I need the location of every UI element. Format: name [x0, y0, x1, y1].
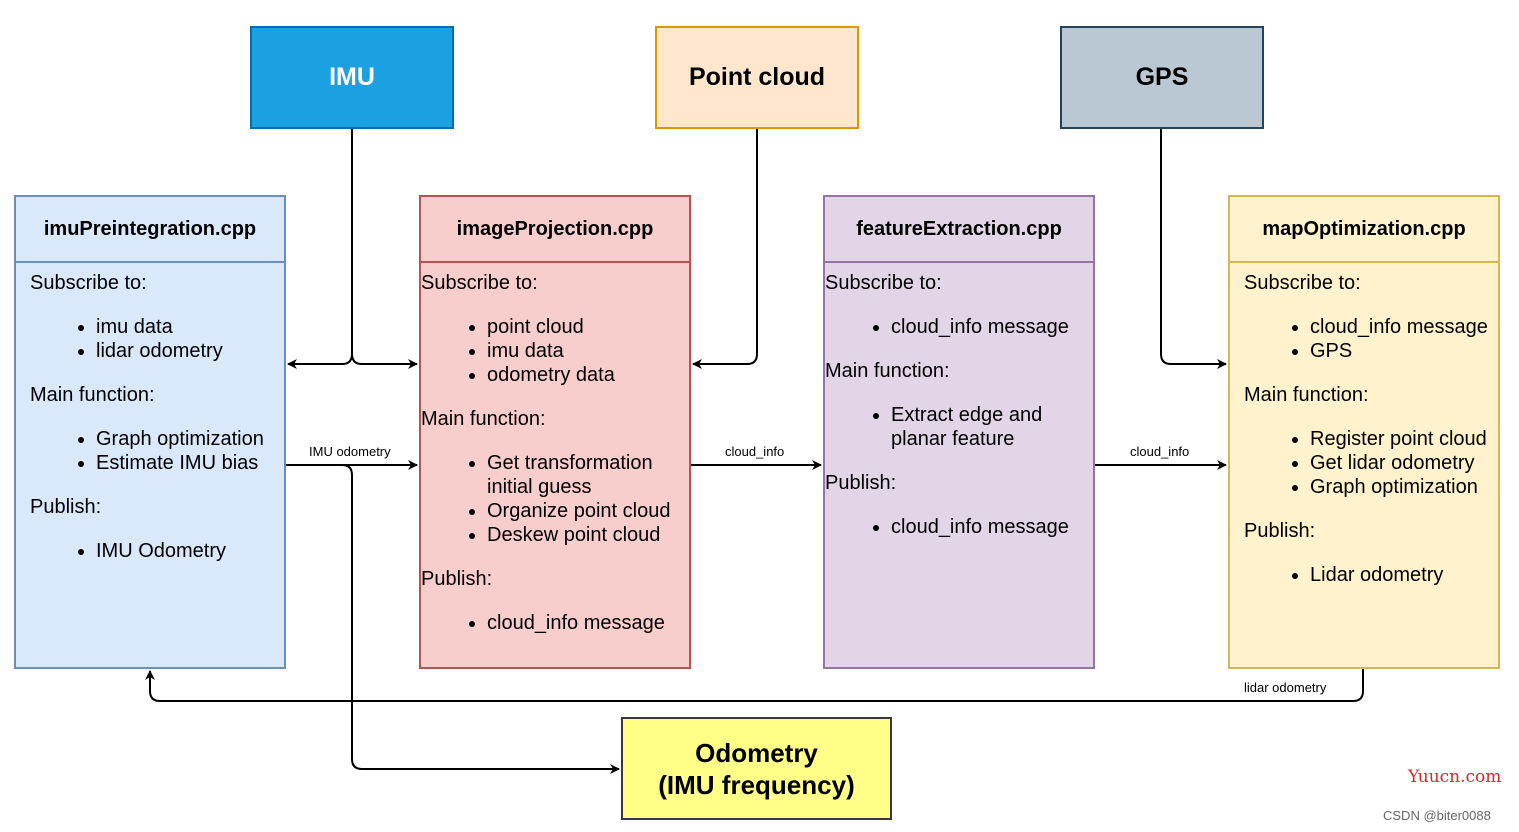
list-item: Register point cloud: [1310, 427, 1498, 451]
module-title: mapOptimization.cpp: [1262, 217, 1466, 240]
list-item: Graph optimization: [96, 427, 284, 451]
module-header: mapOptimization.cpp: [1230, 197, 1498, 263]
cloud-info-label-2: cloud_info: [1130, 444, 1190, 459]
list-item: odometry data: [487, 363, 689, 387]
imu-preintegration-module: imuPreintegration.cpp Subscribe to: imu …: [14, 195, 286, 669]
list-item: cloud_info message: [891, 315, 1093, 339]
module-header: imageProjection.cpp: [421, 197, 689, 263]
list-item: Deskew point cloud: [487, 523, 689, 547]
section-title: Main function:: [1244, 384, 1369, 406]
csdn-watermark: CSDN @biter0088: [1383, 808, 1491, 823]
point-cloud-source-label: Point cloud: [688, 63, 826, 91]
module-title: imageProjection.cpp: [456, 217, 654, 240]
list-item: cloud_info message: [891, 515, 1093, 539]
map-optimization-module: mapOptimization.cpp Subscribe to: cloud_…: [1228, 195, 1500, 669]
imu-odometry-label: IMU odometry: [309, 444, 391, 459]
list-item: lidar odometry: [96, 339, 284, 363]
imu-to-preintegration-arrow: [287, 129, 353, 369]
section-title: Main function:: [825, 360, 950, 382]
list-item: Lidar odometry: [1310, 563, 1498, 587]
section-title: Publish:: [1244, 520, 1316, 542]
list-item: GPS: [1310, 339, 1498, 363]
section-title: Subscribe to:: [30, 272, 147, 294]
output-line-1: Odometry: [695, 737, 818, 768]
cloud-info-label-1: cloud_info: [725, 444, 785, 459]
gps-to-mapoptimization-arrow: [1160, 129, 1227, 369]
list-item: Extract edge and planar feature: [891, 403, 1051, 451]
module-header: featureExtraction.cpp: [825, 197, 1093, 263]
list-item: imu data: [487, 339, 689, 363]
list-item: Estimate IMU bias: [96, 451, 284, 475]
image-projection-module: imageProjection.cpp Subscribe to: point …: [419, 195, 691, 669]
section-title: Subscribe to:: [825, 272, 942, 294]
module-body: Subscribe to: cloud_info message GPS Mai…: [1230, 263, 1498, 587]
section-title: Publish:: [825, 472, 897, 494]
imu-odometry-to-output-arrow: [341, 464, 620, 774]
list-item: cloud_info message: [1310, 315, 1498, 339]
section-title: Publish:: [421, 568, 493, 590]
list-item: imu data: [96, 315, 284, 339]
section-title: Main function:: [30, 384, 155, 406]
module-body: Subscribe to: cloud_info message Main fu…: [825, 263, 1093, 539]
pointcloud-to-projection-arrow: [692, 129, 758, 369]
module-header: imuPreintegration.cpp: [16, 197, 284, 263]
list-item: Get lidar odometry: [1310, 451, 1498, 475]
list-item: IMU Odometry: [96, 539, 284, 563]
list-item: Organize point cloud: [487, 499, 689, 523]
module-title: imuPreintegration.cpp: [43, 217, 257, 240]
list-item: Graph optimization: [1310, 475, 1498, 499]
section-title: Subscribe to:: [421, 272, 538, 294]
lidar-odometry-feedback-arrow: [145, 669, 1364, 702]
gps-source-label: GPS: [1135, 63, 1189, 91]
module-title: featureExtraction.cpp: [856, 217, 1062, 240]
site-watermark: Yuucn.com: [1408, 767, 1502, 787]
imu-to-projection-arrow: [351, 353, 418, 369]
odometry-output-box: Odometry (IMU frequency): [621, 717, 892, 820]
imu-source-box: IMU: [250, 26, 454, 129]
feature-extraction-module: featureExtraction.cpp Subscribe to: clou…: [823, 195, 1095, 669]
module-body: Subscribe to: point cloud imu data odome…: [421, 263, 689, 635]
module-body: Subscribe to: imu data lidar odometry Ma…: [16, 263, 284, 563]
imu-source-label: IMU: [329, 63, 375, 91]
output-line-2: (IMU frequency): [658, 769, 855, 800]
point-cloud-source-box: Point cloud: [655, 26, 859, 129]
list-item: Get transformation initial guess: [487, 451, 667, 499]
section-title: Publish:: [30, 496, 102, 518]
gps-source-box: GPS: [1060, 26, 1264, 129]
list-item: cloud_info message: [487, 611, 689, 635]
list-item: point cloud: [487, 315, 689, 339]
section-title: Main function:: [421, 408, 546, 430]
section-title: Subscribe to:: [1244, 272, 1361, 294]
lidar-odometry-label: lidar odometry: [1244, 680, 1327, 695]
